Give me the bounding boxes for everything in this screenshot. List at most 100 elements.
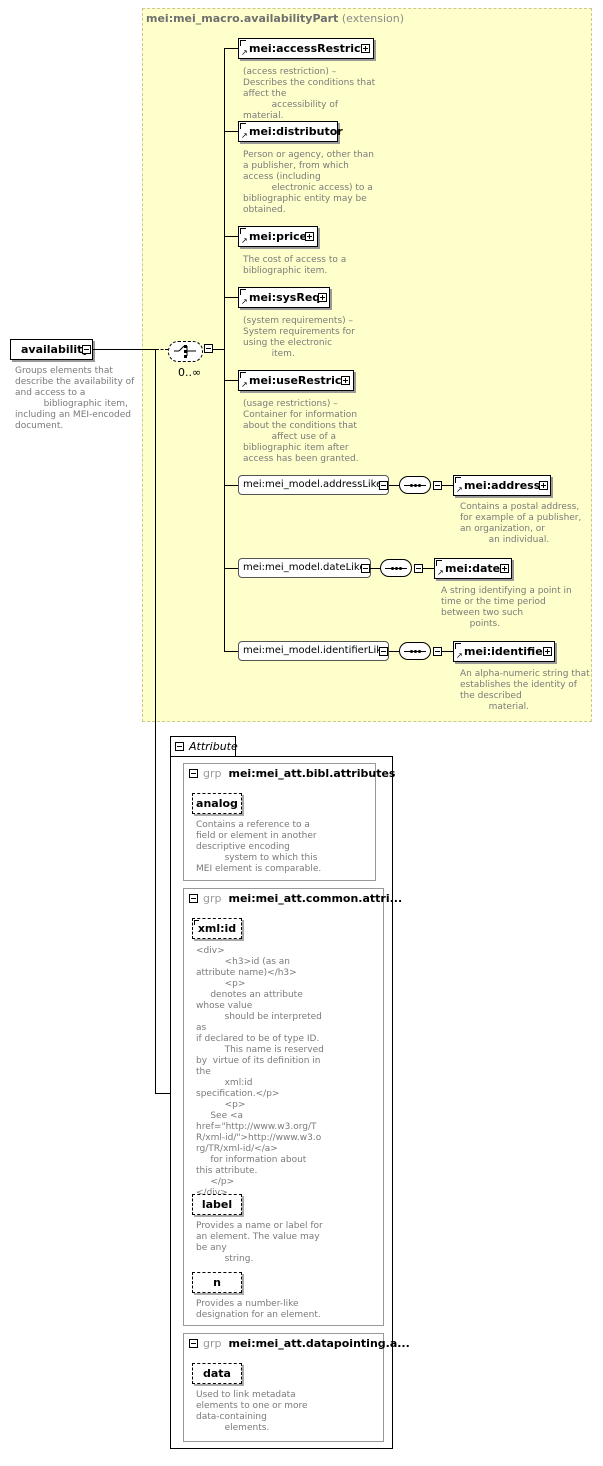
model-group-address-like[interactable]: mei:mei_model.addressLike [238,475,389,495]
attribute-label: label [201,1198,233,1211]
attribute-collapse-icon[interactable] [175,742,184,751]
reference-arrow-icon: ↗ [241,48,248,57]
model-group-label: mei:mei_model.identifierLike [243,645,388,656]
root-element-availability[interactable]: availability [10,339,93,360]
attribute-n[interactable]: n [192,1272,242,1293]
attribute-group-title: grp mei:mei_att.bibl.attributes [203,767,396,780]
connector-line [224,485,238,486]
sequence-dot [414,484,417,487]
element-corner-icon [455,643,461,649]
attribute-analog[interactable]: analog [192,793,242,814]
element-description: The cost of access to a bibliographic it… [243,255,347,276]
attribute-title: Attribute [189,740,238,753]
element-corner-icon [240,40,246,46]
element-access-restrict[interactable]: ↗ mei:accessRestrict [238,38,374,59]
element-label: mei:useRestrict [249,374,347,387]
attribute-label-attr[interactable]: label [192,1194,242,1215]
element-corner-icon [240,372,246,378]
model-group-collapse-icon[interactable] [379,481,388,490]
sequence-dot [391,567,394,570]
reference-arrow-icon: ↗ [456,485,463,494]
connector-line [213,349,224,350]
expand-icon[interactable] [500,564,509,573]
element-corner-icon [436,560,442,566]
sequence-compositor[interactable] [380,559,412,577]
model-group-collapse-icon[interactable] [361,564,370,573]
sequence-dot [414,650,417,653]
model-group-date-like[interactable]: mei:mei_model.dateLike [238,558,371,578]
choice-compositor[interactable] [168,341,203,362]
connector-line [224,651,238,652]
sequence-dot [399,567,402,570]
model-group-collapse-icon[interactable] [379,647,388,656]
sequence-collapse-icon[interactable] [414,564,423,573]
element-address[interactable]: ↗ mei:address [453,475,551,496]
connector-line [155,1093,170,1094]
group-collapse-icon[interactable] [189,769,198,778]
reference-arrow-icon: ↗ [456,651,463,660]
element-corner-icon [455,477,461,483]
sequence-dot [395,567,398,570]
collapse-icon[interactable] [82,345,91,354]
model-group-identifier-like[interactable]: mei:mei_model.identifierLike [238,641,389,661]
sequence-compositor[interactable] [399,476,431,494]
macro-title: mei:mei_macro.availabilityPart (extensio… [146,12,405,25]
connector-line [156,349,168,351]
choice-collapse-icon[interactable] [204,344,213,353]
element-corner-icon [240,228,246,234]
attribute-description: Contains a reference to a field or eleme… [196,820,322,874]
sequence-compositor[interactable] [399,642,431,660]
connector-line [224,236,238,237]
element-label: mei:sysReq [249,291,321,304]
group-collapse-icon[interactable] [189,1339,198,1348]
element-label: mei:date [445,562,501,575]
attribute-description: Used to link metadata elements to one or… [196,1390,308,1433]
expand-icon[interactable] [543,647,552,656]
sequence-collapse-icon[interactable] [433,481,442,490]
connector-line [224,297,238,298]
connector-line [423,568,434,569]
attribute-label: xml:id [197,922,237,935]
expand-icon[interactable] [341,376,350,385]
attribute-xml-id[interactable]: xml:id [192,918,242,939]
connector-line [224,48,225,651]
expand-icon[interactable] [361,44,370,53]
element-price[interactable]: ↗ mei:price [238,226,318,247]
connector-line [224,131,238,132]
attribute-data[interactable]: data [192,1363,242,1384]
element-distributor[interactable]: ↗ mei:distributor [238,121,343,142]
element-label: mei:accessRestrict [249,42,366,55]
connector-line [93,349,156,350]
element-date[interactable]: ↗ mei:date [434,558,512,579]
element-identifier[interactable]: ↗ mei:identifier [453,641,555,662]
choice-occurrence: 0..∞ [178,366,202,379]
attribute-tab[interactable]: Attribute [170,736,238,757]
connector-line [442,485,453,486]
reference-arrow-icon: ↗ [241,131,248,140]
element-description: (system requirements) – System requireme… [243,316,355,359]
attribute-description: Provides a number-like designation for a… [196,1299,321,1320]
attribute-description: Provides a name or label for an element.… [196,1221,323,1264]
attribute-group-bibl [183,763,376,881]
group-collapse-icon[interactable] [189,894,198,903]
element-description: (access restriction) – Describes the con… [243,67,376,121]
attribute-group-title: grp mei:mei_att.datapointing.a... [203,1337,410,1350]
element-use-restrict[interactable]: ↗ mei:useRestrict [238,370,354,391]
element-label: mei:price [249,230,308,243]
attribute-description: <div> <h3>id (as an attribute name)</h3>… [196,946,324,1198]
expand-icon[interactable] [539,481,548,490]
connector-line [370,568,380,569]
connector-line [389,485,399,486]
element-sys-req[interactable]: ↗ mei:sysReq [238,287,330,308]
attribute-group-title: grp mei:mei_att.common.attri... [203,892,403,905]
model-group-label: mei:mei_model.addressLike [243,479,383,490]
element-label: mei:address [464,479,541,492]
element-description: (usage restrictions) – Container for inf… [243,399,359,464]
expand-icon[interactable] [305,232,314,241]
reference-arrow-icon: ↗ [437,568,444,577]
macro-extension-frame [142,8,592,722]
root-description: Groups elements that describe the availa… [15,366,135,431]
expand-icon[interactable] [318,293,327,302]
sequence-collapse-icon[interactable] [433,647,442,656]
element-corner-icon [240,123,246,129]
